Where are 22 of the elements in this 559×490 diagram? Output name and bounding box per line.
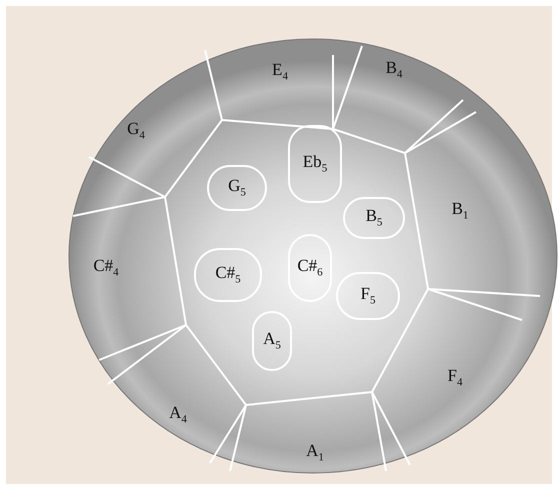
note-label: G$_{5}$ bbox=[228, 177, 246, 199]
note-label: G$_{4}$ bbox=[127, 120, 145, 142]
note-label: C#$_{4}$ bbox=[93, 257, 119, 279]
note-label: C#$_{5}$ bbox=[215, 264, 241, 286]
note-label: B$_{5}$ bbox=[366, 207, 382, 229]
note-area bbox=[288, 125, 342, 203]
note-area bbox=[343, 197, 405, 239]
note-label: E$_{4}$ bbox=[272, 61, 288, 83]
note-label: Eb$_{5}$ bbox=[302, 153, 328, 175]
note-label: C#$_{6}$ bbox=[297, 257, 323, 279]
note-area bbox=[288, 234, 332, 302]
note-label: F$_{5}$ bbox=[360, 285, 376, 307]
note-label: B$_{1}$ bbox=[452, 200, 468, 222]
note-area bbox=[252, 311, 292, 371]
note-label: A$_{1}$ bbox=[306, 442, 324, 464]
note-label: F$_{4}$ bbox=[448, 367, 462, 389]
note-label: A$_{4}$ bbox=[169, 404, 187, 426]
note-area bbox=[336, 272, 400, 320]
note-label: B$_{4}$ bbox=[386, 59, 402, 81]
note-label: A$_{5}$ bbox=[263, 330, 281, 352]
note-area bbox=[207, 165, 267, 211]
note-area bbox=[194, 248, 262, 302]
